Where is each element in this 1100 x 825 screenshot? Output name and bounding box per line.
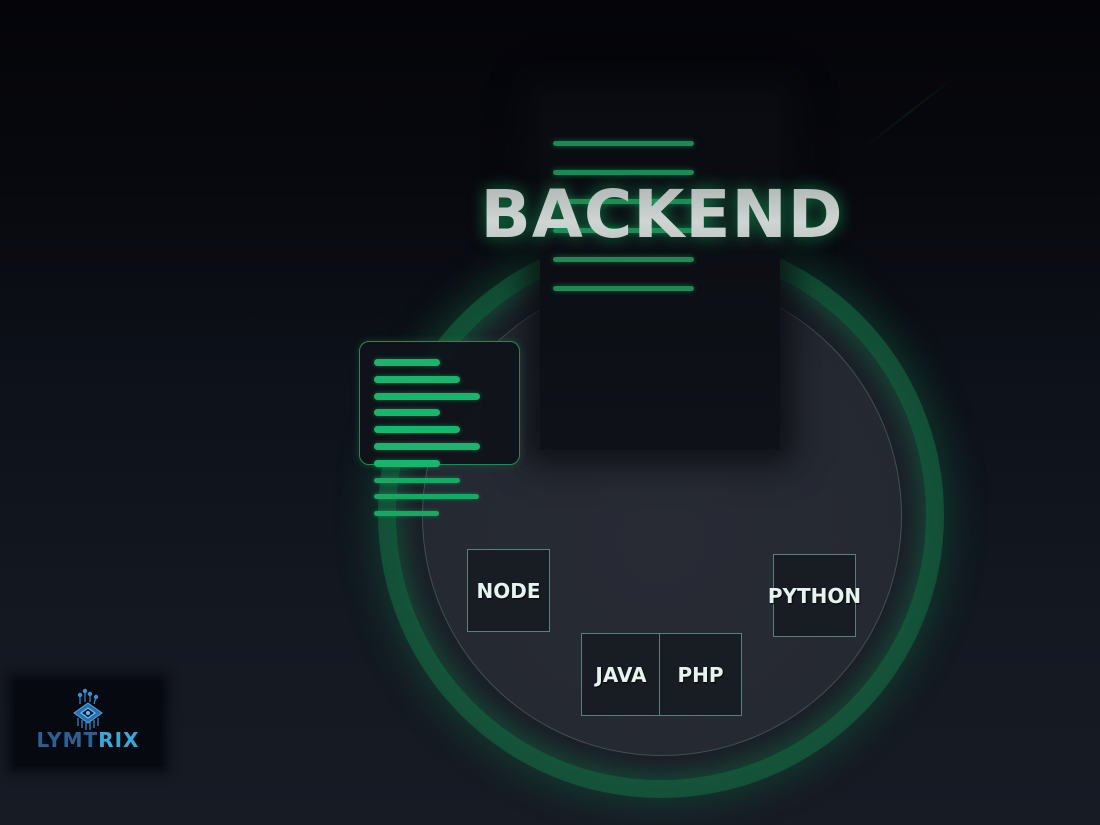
logo-text-accent: RIX (98, 728, 140, 752)
diagonal-glow-line (859, 70, 964, 152)
server-panel (540, 95, 780, 450)
code-line (374, 511, 439, 516)
code-line (374, 460, 440, 467)
tech-label-java: JAVA (595, 662, 647, 687)
code-line (374, 443, 480, 450)
code-line (374, 359, 440, 366)
tech-label-python: PYTHON (767, 583, 862, 608)
code-line (374, 478, 460, 483)
tech-label-node: NODE (476, 578, 541, 603)
tech-box-node: NODE (467, 549, 550, 632)
logo-wordmark: LYMTRIX (14, 728, 162, 752)
panel-line (553, 228, 694, 233)
tech-box-php: PHP (659, 633, 742, 716)
panel-line (553, 141, 694, 146)
tech-label-php: PHP (677, 662, 724, 687)
brand-logo: LYMTRIX (14, 680, 162, 766)
page-title: BACKEND (472, 176, 852, 253)
panel-line (553, 199, 694, 204)
tech-box-java: JAVA (581, 633, 661, 716)
panel-line (553, 286, 694, 291)
tech-box-python: PYTHON (768, 554, 861, 637)
panel-line (553, 257, 694, 262)
code-line (374, 409, 440, 416)
panel-line (553, 170, 694, 175)
code-line (374, 393, 480, 400)
code-line (374, 376, 460, 383)
chip-icon (73, 688, 103, 730)
logo-text-primary: LYMT (36, 728, 99, 752)
code-line (374, 494, 479, 499)
code-line (374, 426, 460, 433)
